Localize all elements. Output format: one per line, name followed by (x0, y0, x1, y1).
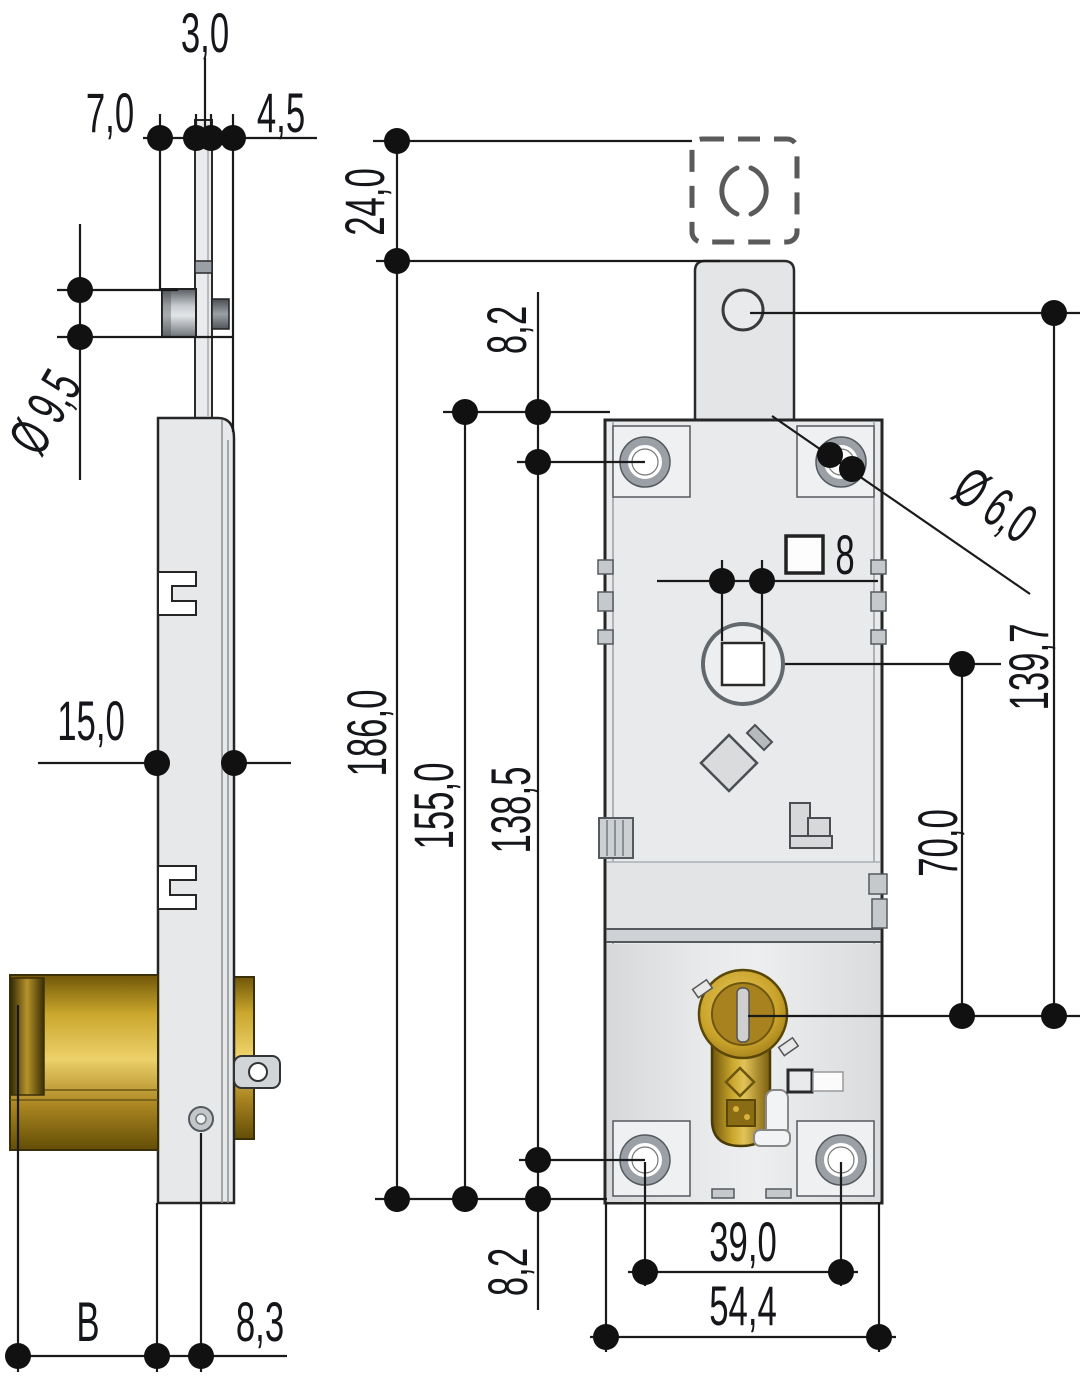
dim-label-3-0: 3,0 (180, 1, 230, 64)
cam-lug (745, 723, 774, 752)
edge-notch-lower (157, 865, 197, 910)
front-view (597, 136, 888, 1205)
cam-diamond (699, 733, 759, 793)
dim-label-8-3: 8,3 (235, 1290, 285, 1353)
edge-clips (597, 559, 888, 1199)
phantom-hole-arc-right (748, 165, 769, 217)
rod-stop (194, 260, 213, 274)
dim-label-8-2-top: 8,2 (475, 305, 538, 355)
pin-back (211, 298, 230, 330)
dim-label-24-0: 24,0 (333, 168, 396, 236)
bolt-tab (693, 259, 796, 423)
cylinder-logo-mark (726, 1099, 756, 1127)
dim-label-8-2-bottom: 8,2 (476, 1247, 539, 1297)
dim-label-155-0: 155,0 (402, 762, 465, 850)
cylinder-end-cap (9, 977, 45, 1096)
dim-label-15-0: 15,0 (57, 689, 125, 752)
dim-label-70-0: 70,0 (906, 809, 969, 877)
dim-label-39-0: 39,0 (709, 1210, 777, 1273)
dim-label-139-7: 139,7 (997, 623, 1060, 711)
dimension-dots (5, 125, 1067, 1369)
dim-label-186-0: 186,0 (335, 689, 398, 777)
cylinder-diamond-mark (724, 1066, 756, 1098)
stop-block (786, 1068, 814, 1094)
fixing-tab-hole (248, 1062, 268, 1082)
dim-label-7-0: 7,0 (85, 81, 135, 144)
phantom-bolt-outline (689, 136, 800, 245)
dim-label-B: B (76, 1290, 100, 1353)
dim-label-138-5: 138,5 (479, 766, 542, 854)
keyway (736, 987, 750, 1043)
square-symbol (784, 534, 825, 575)
dim-label-54-4: 54,4 (709, 1274, 777, 1337)
edge-notch-upper (157, 571, 197, 616)
bolt-tab-hole (721, 288, 765, 332)
dim-label-square-8: 8 (835, 523, 855, 586)
dim-label-4-5: 4,5 (256, 81, 306, 144)
side-view (9, 119, 281, 1205)
phantom-hole-arc-left (719, 165, 740, 217)
step-detail (789, 802, 833, 849)
spindle-square-hole (720, 641, 766, 687)
